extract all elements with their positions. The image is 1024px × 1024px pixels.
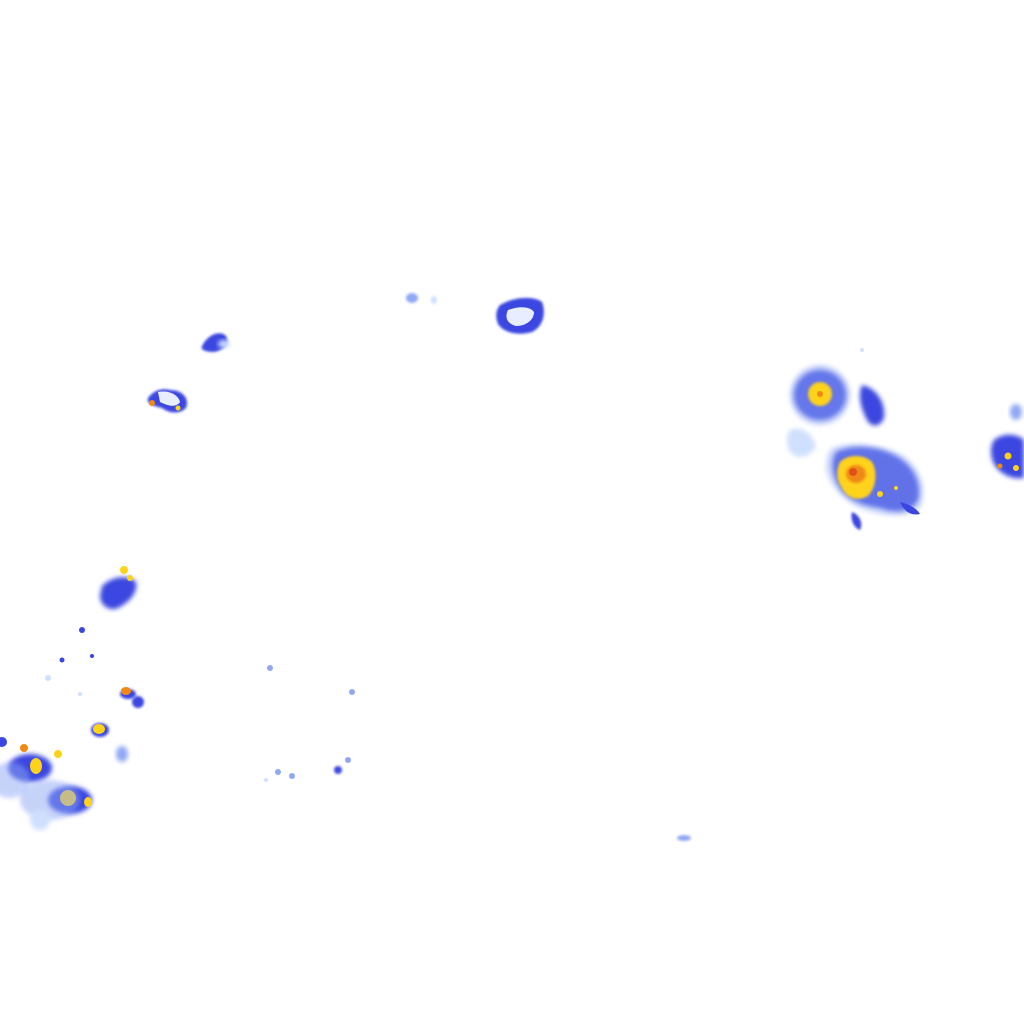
storm-west-2 (147, 389, 188, 413)
storm-north-center (496, 297, 544, 334)
storm-east-lower (826, 443, 924, 530)
storm-west-1 (201, 333, 230, 352)
storm-north-small (406, 293, 437, 304)
storm-east-upper (787, 348, 885, 457)
storm-east-edge (991, 404, 1024, 479)
storm-southwest-cluster (0, 566, 144, 830)
storm-south-scattered (264, 665, 691, 841)
